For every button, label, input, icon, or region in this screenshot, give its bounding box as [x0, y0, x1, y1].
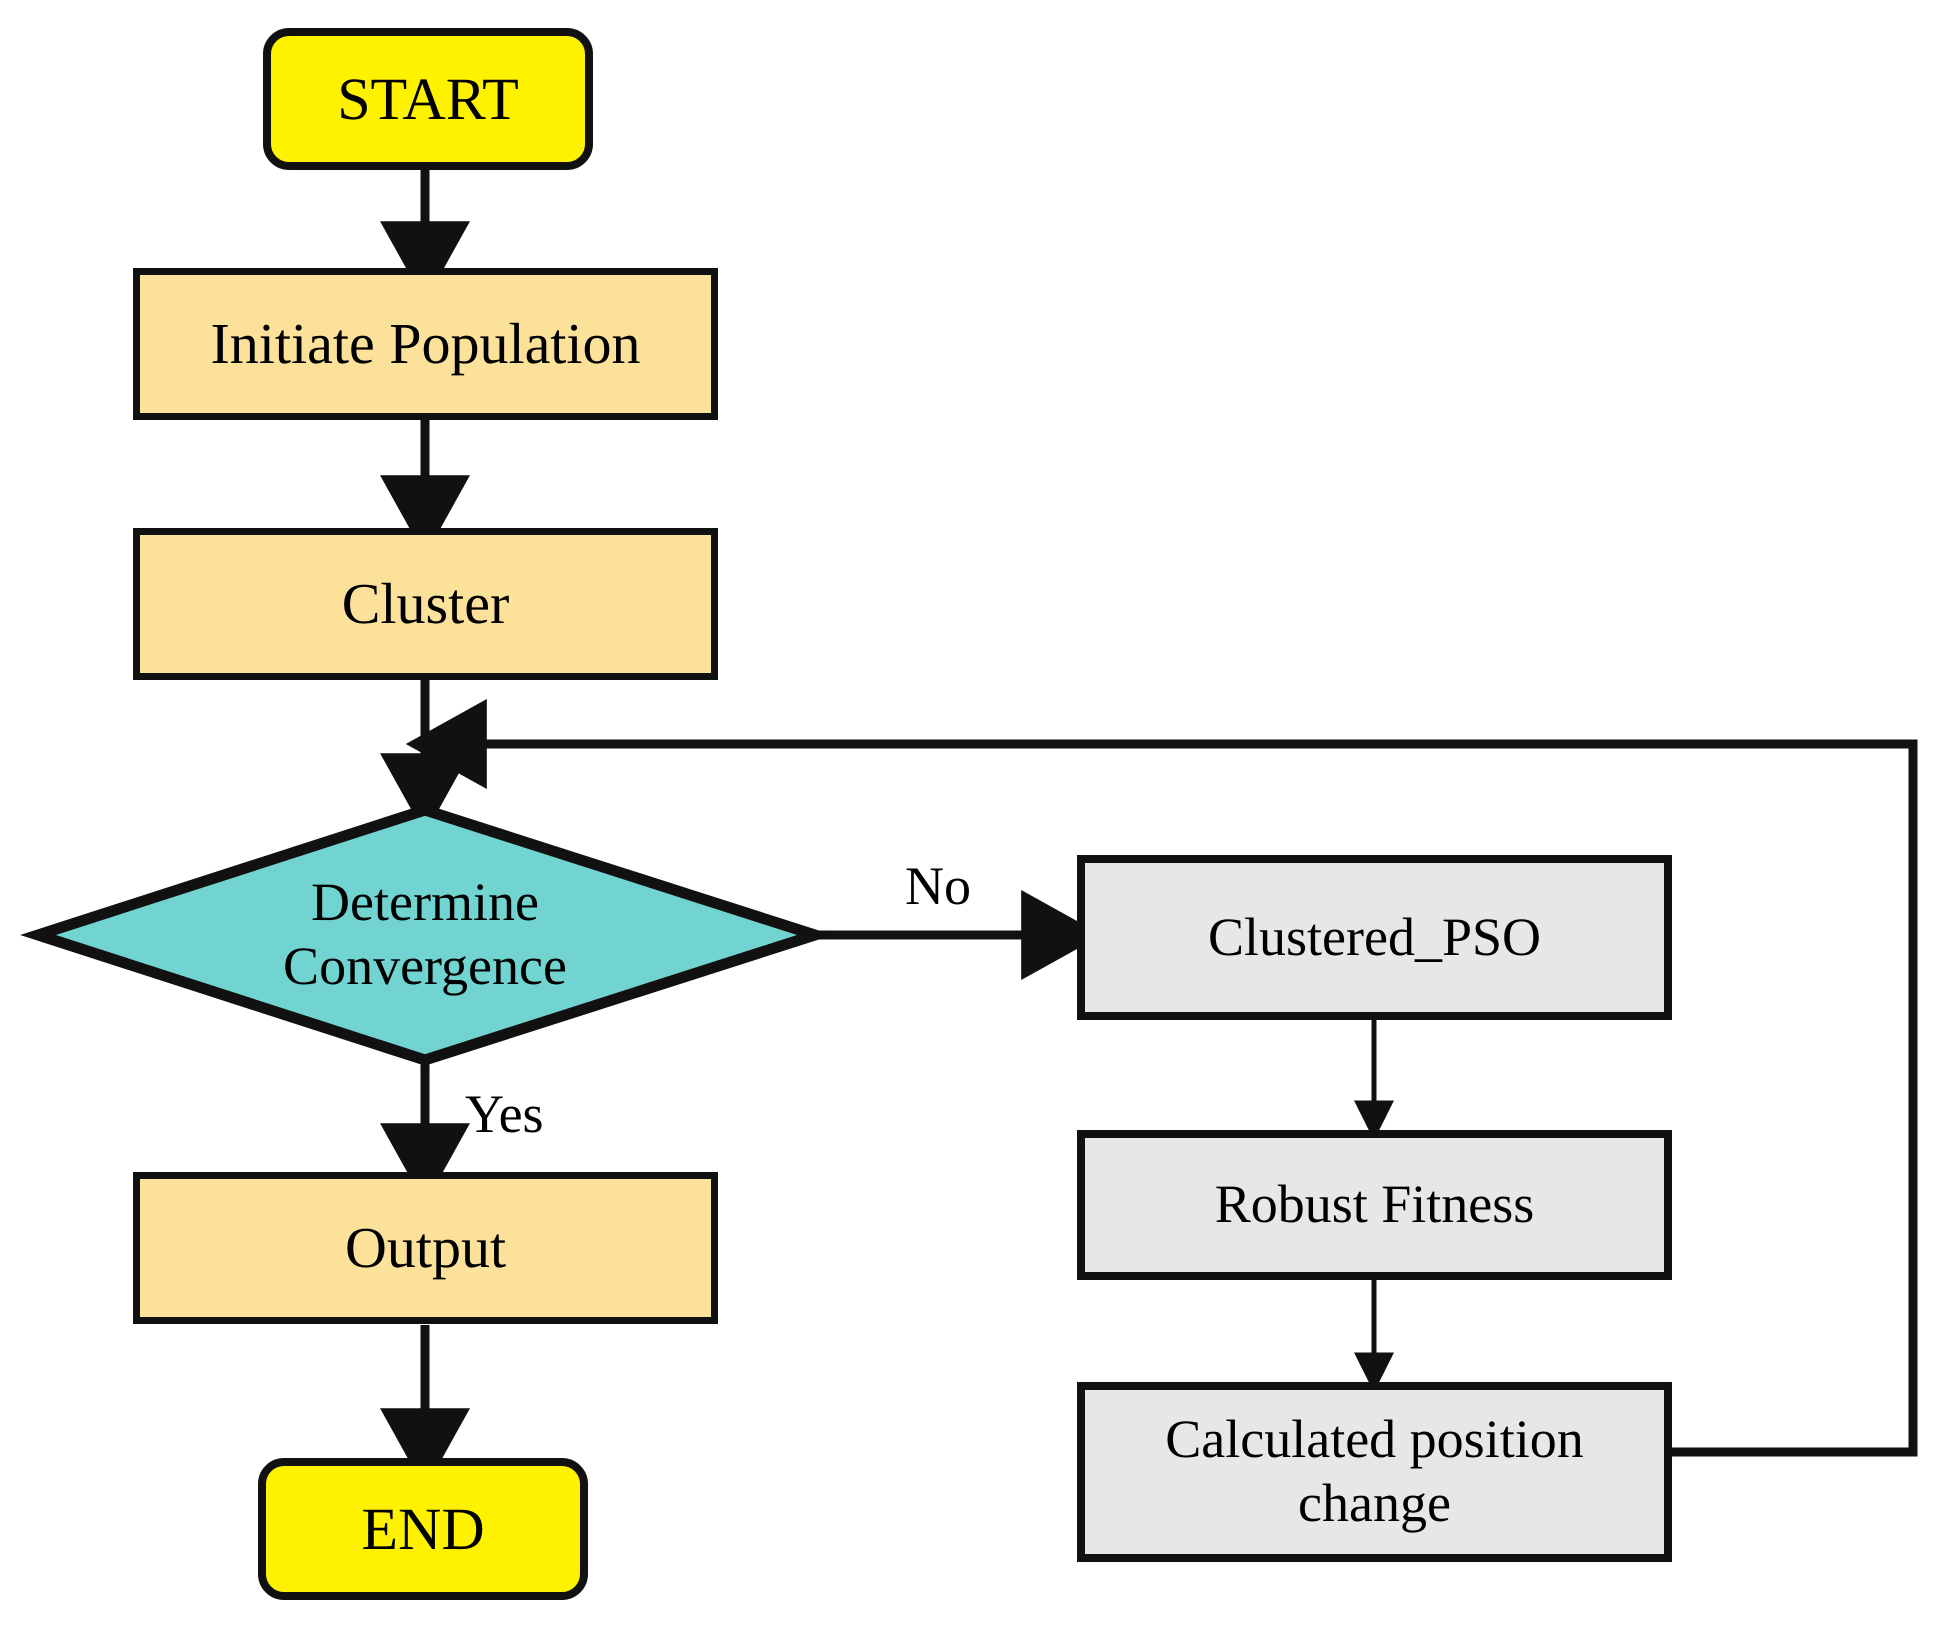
- node-determine-convergence[interactable]: Determine Convergence: [175, 838, 675, 1032]
- node-clustered-pso[interactable]: Clustered_PSO: [1077, 855, 1672, 1020]
- node-determine-convergence-label: Determine Convergence: [283, 872, 567, 996]
- node-output-label: Output: [344, 1214, 507, 1280]
- edge-label-yes: Yes: [465, 1083, 544, 1145]
- node-robust-fitness[interactable]: Robust Fitness: [1077, 1130, 1672, 1280]
- edge-feedback-loop: [405, 699, 1918, 1457]
- node-calculated-position-change-label: Calculated position change: [1165, 1409, 1584, 1533]
- edge-label-yes-text: Yes: [465, 1084, 544, 1144]
- node-cluster-label: Cluster: [341, 570, 510, 636]
- node-robust-fitness-label: Robust Fitness: [1214, 1174, 1535, 1235]
- node-end-label: END: [361, 1495, 485, 1562]
- node-clustered-pso-label: Clustered_PSO: [1207, 906, 1542, 967]
- node-start[interactable]: START: [263, 28, 593, 170]
- node-calculated-position-change[interactable]: Calculated position change: [1077, 1382, 1672, 1562]
- node-initiate-population[interactable]: Initiate Population: [133, 268, 718, 420]
- node-end[interactable]: END: [258, 1458, 588, 1600]
- node-initiate-population-label: Initiate Population: [210, 310, 641, 376]
- node-output[interactable]: Output: [133, 1172, 718, 1324]
- decision-diamond-shape: [20, 804, 834, 1066]
- edge-label-no: No: [905, 855, 971, 917]
- node-cluster[interactable]: Cluster: [133, 528, 718, 680]
- edge-label-no-text: No: [905, 856, 971, 916]
- node-start-label: START: [337, 65, 519, 132]
